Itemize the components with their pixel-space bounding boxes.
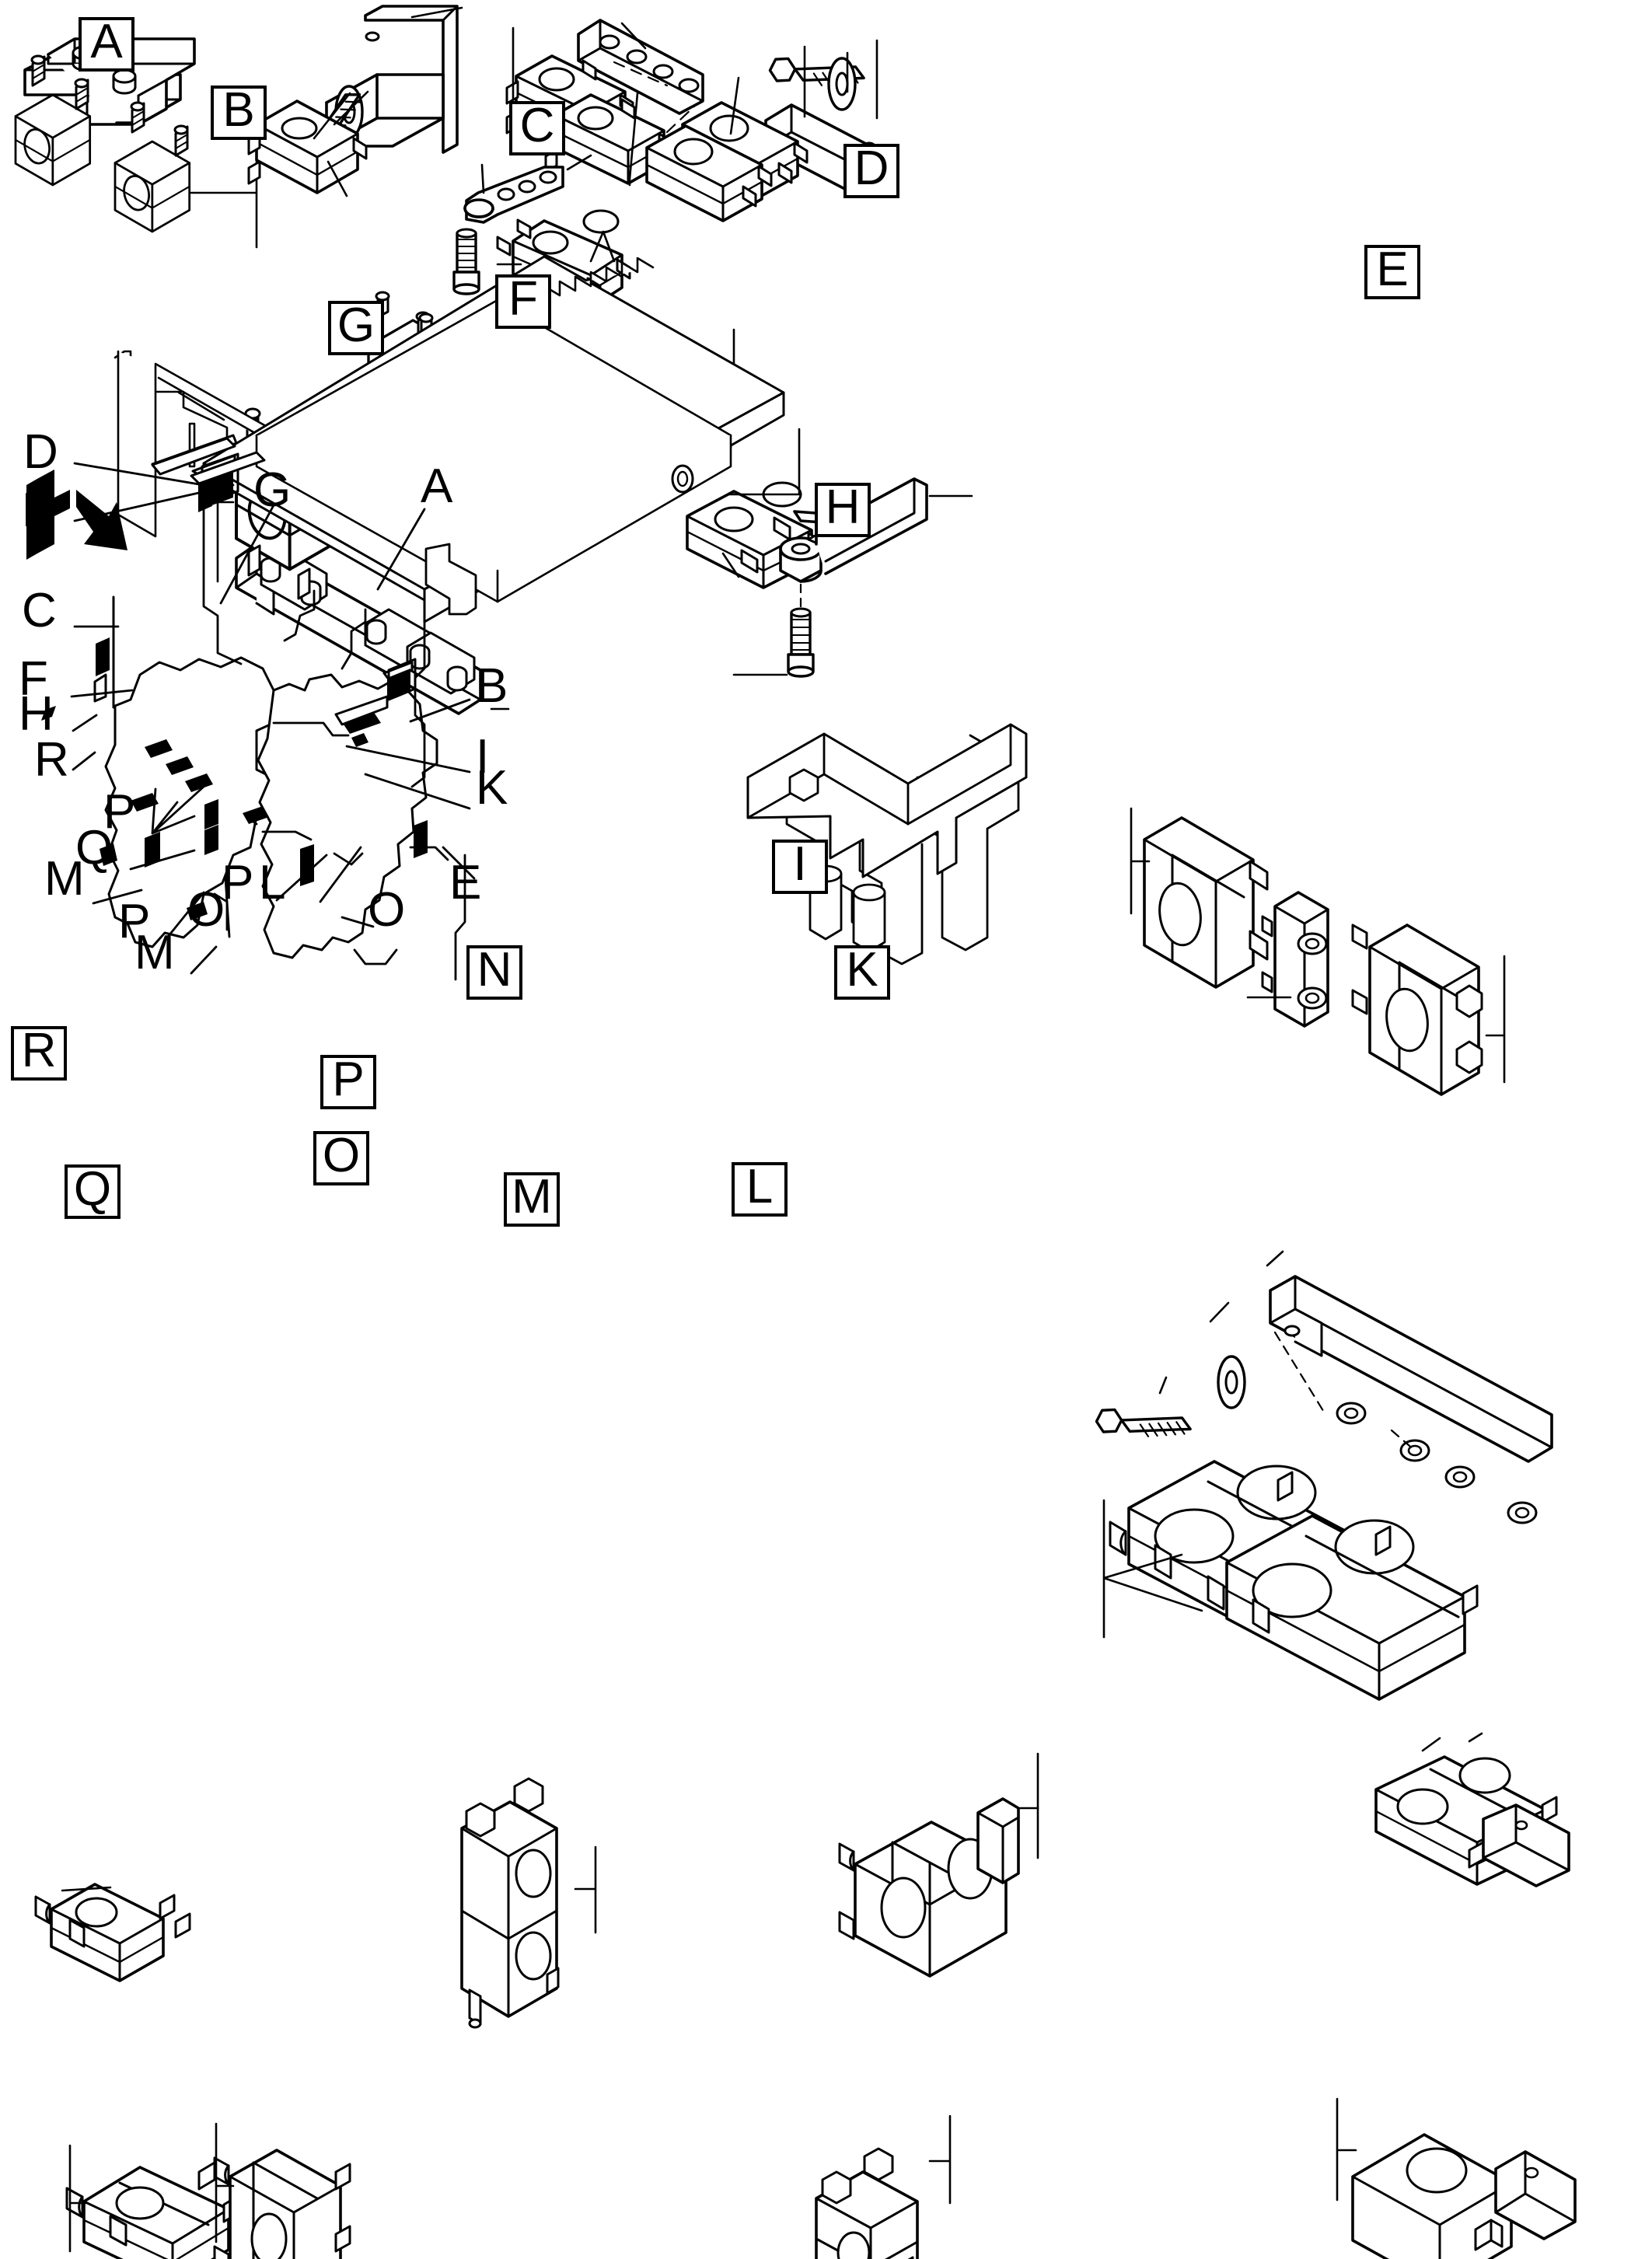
detail-g-artwork bbox=[216, 291, 748, 715]
detail-callout-c[interactable]: C bbox=[509, 101, 565, 155]
assembly-leader-label-o-15: O bbox=[187, 883, 225, 937]
detail-k-artwork bbox=[1374, 1732, 1570, 1887]
detail-callout-m[interactable]: M bbox=[504, 1172, 560, 1227]
assembly-leader-label-a-3: A bbox=[421, 459, 453, 513]
assembly-leader-label-n-2: N bbox=[22, 484, 57, 537]
detail-callout-q[interactable]: Q bbox=[65, 1164, 120, 1219]
assembly-leader-label-b-8: B bbox=[476, 659, 508, 713]
detail-b-artwork bbox=[247, 5, 463, 197]
detail-e-artwork bbox=[686, 428, 973, 678]
engine-assembly-artwork bbox=[41, 255, 1028, 981]
detail-a-artwork bbox=[14, 37, 258, 249]
assembly-leader-label-e-20: E bbox=[449, 856, 482, 910]
detail-i-artwork bbox=[1092, 1250, 1553, 1701]
assembly-leader-label-r-7: R bbox=[34, 733, 69, 787]
detail-callout-k[interactable]: K bbox=[834, 945, 890, 1000]
detail-callout-e[interactable]: E bbox=[1364, 245, 1420, 299]
detail-l-artwork bbox=[1336, 2097, 1577, 2259]
assembly-leader-label-q-12: Q bbox=[75, 821, 114, 875]
assembly-leader-label-m-18: M bbox=[134, 926, 175, 979]
assembly-leader-label-k-10: K bbox=[476, 761, 508, 815]
detail-callout-f[interactable]: F bbox=[495, 274, 551, 329]
detail-m-artwork bbox=[815, 2114, 952, 2259]
assembly-leader-label-m-13: M bbox=[44, 852, 85, 906]
detail-callout-letter: A bbox=[90, 15, 123, 68]
detail-callout-a[interactable]: A bbox=[79, 17, 134, 72]
detail-callout-letter: N bbox=[477, 943, 512, 997]
assembly-leader-label-h-6: H bbox=[19, 687, 54, 741]
detail-callout-letter: I bbox=[793, 837, 807, 891]
assembly-leader-label-c-4: C bbox=[22, 584, 57, 637]
detail-callout-l[interactable]: L bbox=[732, 1162, 788, 1217]
detail-callout-letter: B bbox=[222, 83, 255, 137]
detail-callout-n[interactable]: N bbox=[466, 945, 522, 1000]
detail-callout-letter: P bbox=[332, 1053, 365, 1106]
detail-n-artwork bbox=[838, 1752, 1039, 1978]
detail-o-block bbox=[213, 2122, 351, 2259]
detail-callout-g[interactable]: G bbox=[328, 301, 384, 355]
front-direction-arrow-icon bbox=[26, 470, 127, 560]
detail-callout-letter: D bbox=[854, 141, 889, 195]
detail-callout-p[interactable]: P bbox=[320, 1055, 376, 1109]
detail-h-artwork bbox=[1130, 807, 1506, 1096]
detail-callout-letter: L bbox=[746, 1160, 774, 1213]
detail-callout-letter: R bbox=[21, 1024, 57, 1077]
detail-callout-letter: H bbox=[825, 480, 861, 534]
detail-callout-r[interactable]: R bbox=[11, 1026, 67, 1081]
assembly-leader-label-o-19: O bbox=[368, 883, 406, 937]
detail-callout-letter: F bbox=[508, 272, 538, 326]
detail-callout-letter: O bbox=[322, 1129, 361, 1182]
detail-callout-letter: K bbox=[846, 943, 878, 997]
detail-callout-letter: G bbox=[337, 299, 375, 352]
assembly-leader-label-p-14: P bbox=[118, 895, 151, 948]
assembly-leader-lines bbox=[70, 462, 476, 975]
assembly-leader-label-p-11: P bbox=[103, 785, 136, 839]
assembly-leader-label-g-0: G bbox=[253, 463, 292, 517]
assembly-leader-label-d-1: D bbox=[23, 425, 58, 479]
assembly-leader-label-l-17: L bbox=[259, 856, 286, 910]
detail-callout-o[interactable]: O bbox=[313, 1131, 369, 1185]
detail-callout-i[interactable]: I bbox=[772, 840, 828, 894]
detail-callout-b[interactable]: B bbox=[211, 86, 267, 140]
assembly-leader-label-f-5: F bbox=[19, 652, 48, 706]
detail-callout-d[interactable]: D bbox=[843, 144, 899, 198]
detail-r-artwork bbox=[34, 1883, 191, 1982]
detail-callout-letter: M bbox=[512, 1170, 552, 1224]
detail-p-artwork bbox=[460, 1777, 597, 2029]
detail-callout-letter: C bbox=[519, 99, 555, 152]
assembly-leader-label-i-9: I bbox=[476, 730, 490, 784]
detail-callout-letter: Q bbox=[73, 1162, 112, 1216]
assembly-leader-label-p-16: P bbox=[222, 856, 254, 910]
detail-callout-letter: E bbox=[1376, 243, 1409, 296]
detail-callout-h[interactable]: H bbox=[815, 483, 871, 537]
